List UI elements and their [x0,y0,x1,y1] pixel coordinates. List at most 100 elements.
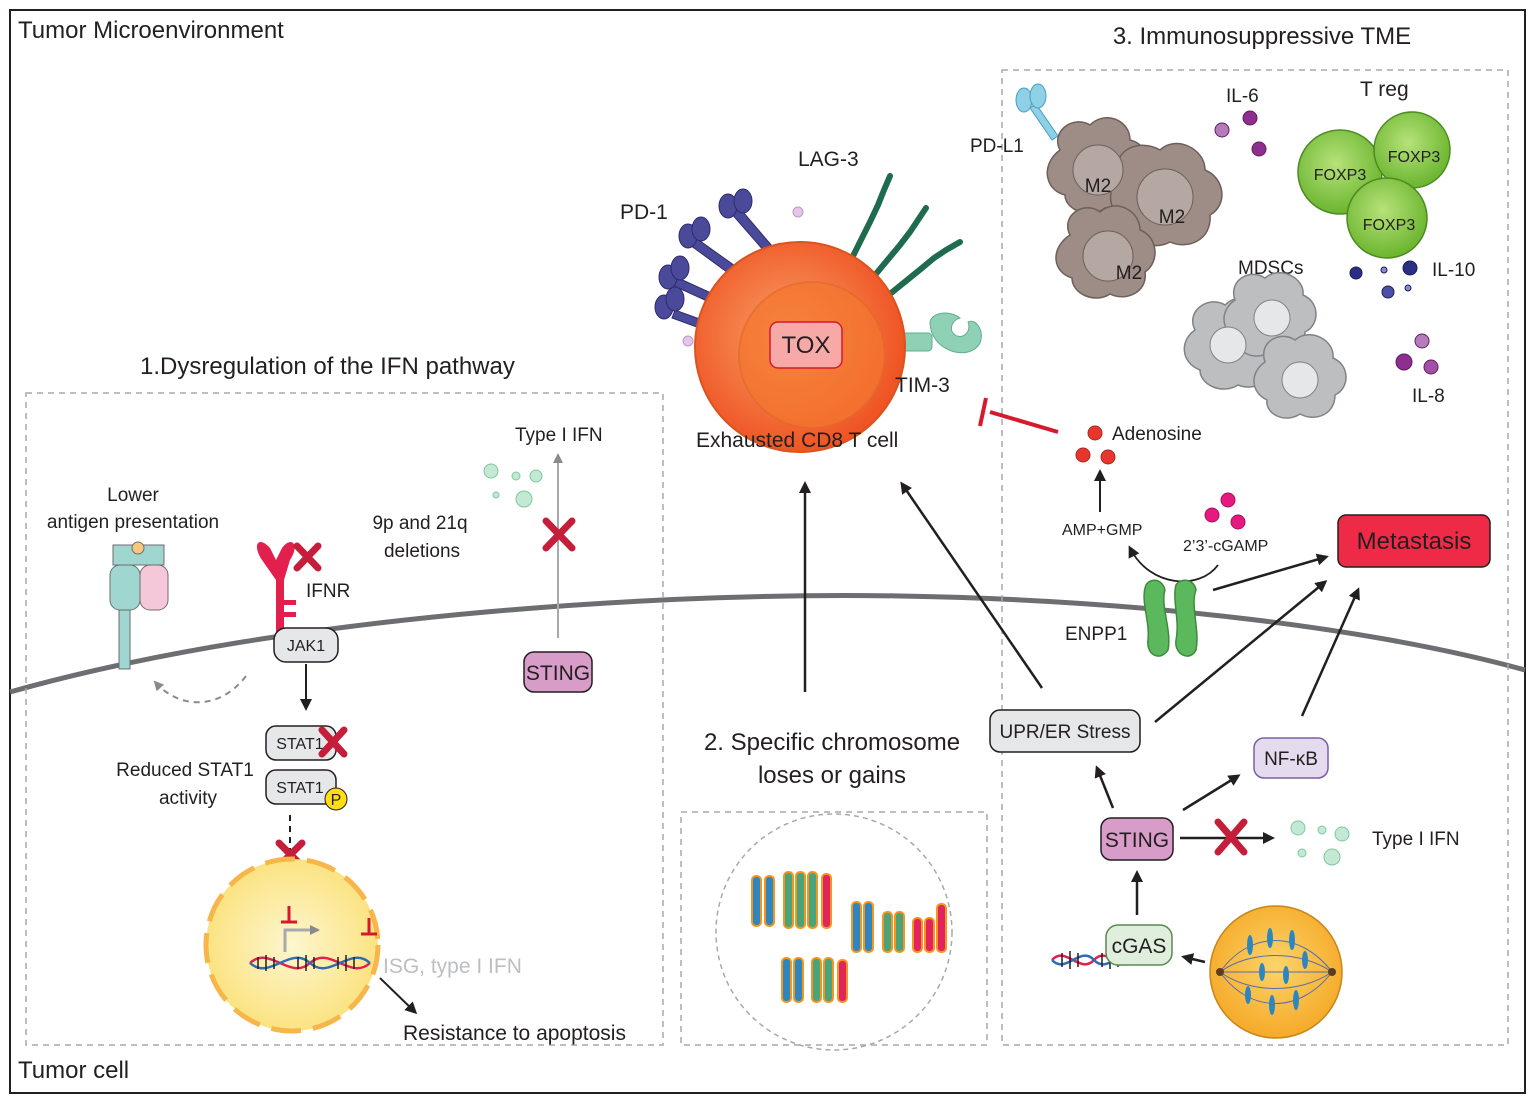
upr-label: UPR/ER Stress [1000,722,1131,743]
section2-box [680,811,988,1046]
treg-label: T reg [1360,78,1409,101]
chromosomes [751,871,947,1003]
nfkb-box [1253,737,1329,779]
antigen-recycling-arrow [153,675,247,704]
phospho-badge [324,787,348,811]
reduced-stat1-label-line1: Reduced STAT1 [116,760,254,781]
metastasis-label: Metastasis [1357,528,1472,555]
stat1-block-x-icon [318,726,348,758]
reduced-stat1-label-line2: activity [159,788,218,809]
il6-particles [1214,110,1267,157]
m2-label-2: M2 [1159,207,1185,228]
nucleus [203,856,381,1034]
exhausted-label: Exhausted CD8 T cell [696,429,898,452]
ifnr-receptor [256,541,296,632]
tme-inhibition-line [989,410,1059,434]
upr-to-metastasis-arrow [1154,580,1328,723]
type1-ifn-right-label: Type I IFN [1372,829,1460,850]
sting-left-box [523,651,593,693]
m2-label-3: M2 [1116,263,1142,284]
mhc-receptor [109,541,169,670]
lower-antigen-label-line1: Lower [107,485,159,506]
nfkb-to-metastasis-arrow [1300,587,1360,717]
nfkb-label: NF-κB [1264,749,1318,770]
m2-label-1: M2 [1085,176,1111,197]
section1-title: 1.Dysregulation of the IFN pathway [140,353,515,380]
metastasis-box [1337,514,1491,568]
ifn-particles-left [483,463,543,508]
lag3-receptors [842,173,963,305]
lower-antigen-label-line2: antigen presentation [47,512,219,533]
dna-to-resistance-arrow [379,977,418,1015]
stat1-bottom-label: STAT1 [276,780,324,797]
section3-box [1001,69,1509,1046]
dna-helix-icon [249,955,371,971]
stat1-top-label: STAT1 [276,736,324,753]
enpp1-hydrolysis-arrow [1128,545,1219,583]
treg-cells [1297,111,1451,259]
section1-box [25,392,664,1046]
jak1-box [273,627,339,663]
section2-title-line2: loses or gains [758,762,906,789]
tim3-label: TIM-3 [895,374,950,397]
adenosine-particles [1075,425,1116,465]
cgamp-label: 2’3’-cGAMP [1183,538,1268,555]
il8-label: IL-8 [1412,386,1445,407]
sting-left-label: STING [526,662,590,685]
tumor-microenvironment-label: Tumor Microenvironment [18,17,284,44]
adenosine-label: Adenosine [1112,424,1202,445]
enpp1-protein [1143,579,1198,657]
cgamp-particles [1204,492,1246,530]
sting-ifn-right-block-x-icon [1214,818,1248,856]
tumor-cell-label: Tumor cell [18,1057,129,1084]
pd1-label: PD-1 [620,201,668,224]
jak1-label: JAK1 [287,638,325,655]
isg-label: ISG, type I IFN [383,955,522,978]
lag3-label: LAG-3 [798,148,859,171]
upr-box [989,709,1141,753]
ifnr-block-x-icon [293,542,322,572]
il6-label: IL-6 [1226,86,1259,107]
ifnr-label: IFNR [306,581,350,602]
karyotype-circle [715,813,953,1051]
inhibition-marks [281,906,377,936]
amp-gmp-label: AMP+GMP [1062,522,1142,539]
foxp3-label-1: FOXP3 [1314,167,1367,184]
mdsc-cells [1183,272,1347,419]
type1-ifn-left-label: Type I IFN [515,425,603,446]
cytokine-particle [792,206,804,218]
deletions-label-line1: 9p and 21q [372,513,467,534]
enpp1-label: ENPP1 [1065,624,1127,645]
sting-ifn-block-x-icon [542,517,576,552]
sting-to-upr-arrow [1094,765,1115,809]
il8-particles [1395,333,1439,375]
ifn-particles-right [1290,820,1350,866]
il10-particles [1349,260,1418,299]
cell-membrane [9,592,1526,695]
foxp3-label-3: FOXP3 [1363,217,1416,234]
tox-box [769,321,843,369]
stat1-bottom-box [265,769,337,805]
resistance-label: Resistance to apoptosis [403,1022,626,1045]
sting-to-nfkb-arrow [1182,774,1241,812]
section2-title-line1: 2. Specific chromosome [704,729,960,756]
section3-title: 3. Immunosuppressive TME [1113,23,1411,50]
pdl1-receptor [1015,83,1059,141]
phospho-label: P [331,792,342,809]
mdsc-nuclei [1209,299,1319,399]
sting-right-label: STING [1105,829,1169,852]
outer-frame [9,9,1526,1094]
cytokine-particle [682,335,694,347]
m2-nuclei [1072,144,1194,282]
tme-inhibition-bar [978,397,988,427]
tox-label: TOX [782,332,831,359]
foxp3-label-2: FOXP3 [1388,149,1441,166]
enpp1-to-metastasis-arrow [1212,553,1329,592]
il10-label: IL-10 [1432,260,1475,281]
cgas-label: cGAS [1112,935,1167,958]
transcription-arrow [283,925,320,952]
cgas-box [1105,924,1173,966]
mitosis-to-cgas-arrow [1181,953,1206,965]
sting-right-box [1100,817,1174,861]
upr-to-tcell-arrow [900,481,1044,689]
